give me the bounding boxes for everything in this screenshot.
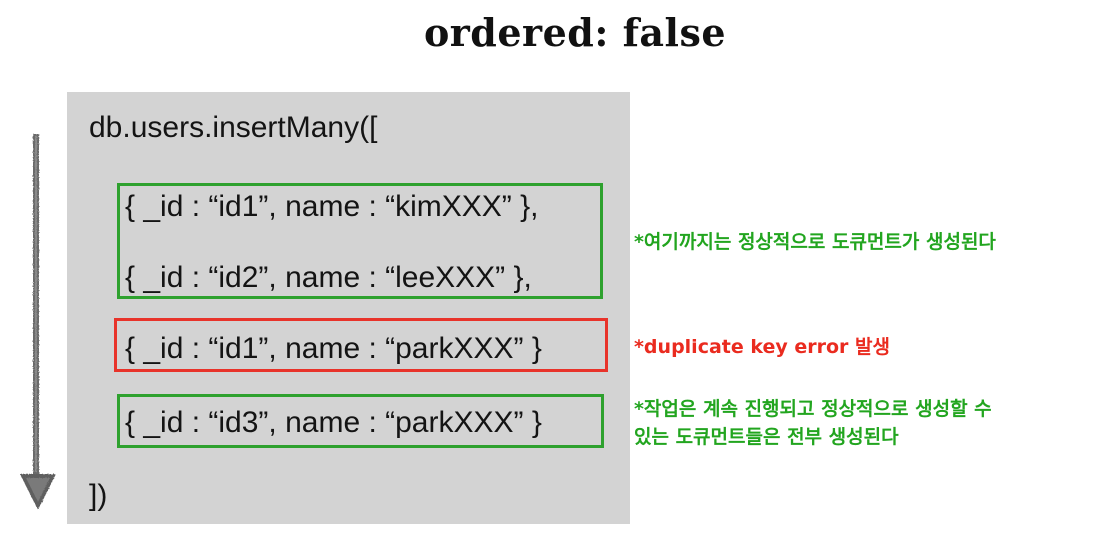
code-panel: db.users.insertMany([ { _id : “id1”, nam… xyxy=(67,92,630,524)
insert-many-open-line: db.users.insertMany([ xyxy=(89,111,378,144)
down-arrow-icon xyxy=(20,134,56,510)
continue-note-line-1: *작업은 계속 진행되고 정상적으로 생성할 수 xyxy=(634,398,992,420)
document-line-id3-park: { _id : “id3”, name : “parkXXX” } xyxy=(125,406,542,439)
document-line-id1-kim: { _id : “id1”, name : “kimXXX” }, xyxy=(125,190,539,223)
success-note: *여기까지는 정상적으로 도큐먼트가 생성된다 xyxy=(634,231,996,253)
insert-many-close-line: ]) xyxy=(89,479,108,512)
document-line-id2-lee: { _id : “id2”, name : “leeXXX” }, xyxy=(125,261,532,294)
error-note: *duplicate key error 발생 xyxy=(634,336,890,358)
document-line-id1-park: { _id : “id1”, name : “parkXXX” } xyxy=(125,332,542,365)
continued-document-box xyxy=(117,394,604,448)
continue-note-line-2: 있는 도큐먼트들은 전부 생성된다 xyxy=(634,426,899,448)
error-document-box xyxy=(114,318,608,372)
success-documents-box xyxy=(117,183,603,299)
page-title: ordered: false xyxy=(423,10,727,55)
